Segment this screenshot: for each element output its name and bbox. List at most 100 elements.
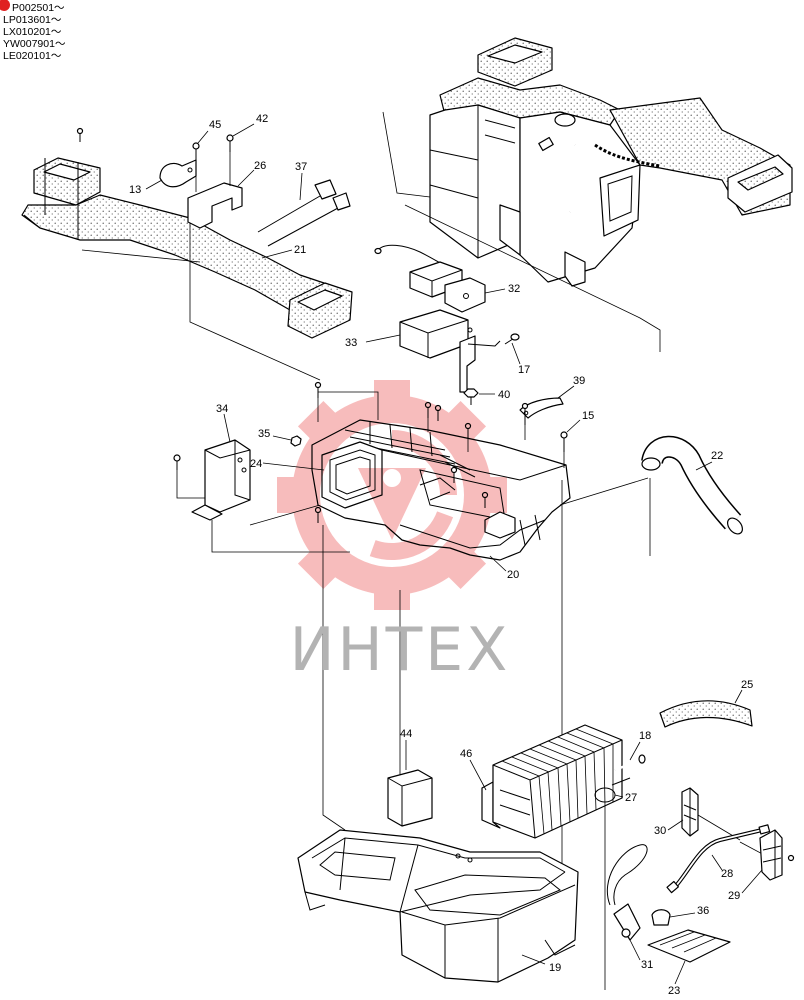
- part-31-sensor: [606, 844, 648, 941]
- part-17-screw: [504, 333, 520, 345]
- part-label-20: 20: [507, 569, 519, 581]
- evaporator-edges: [492, 739, 623, 839]
- case-legs-and-tray: [304, 851, 576, 956]
- evaporator-end-plate: [481, 781, 501, 829]
- gear-tooth-4: [439, 542, 487, 590]
- sensor-tip: [621, 928, 631, 938]
- wire-harness: [594, 143, 661, 168]
- part-label-45: 45: [209, 119, 221, 131]
- clip-hole: [523, 410, 529, 416]
- pad-body: [387, 769, 433, 827]
- pad-texture: [659, 931, 717, 953]
- base-frame: [499, 204, 521, 256]
- bracket-hole-1: [237, 457, 243, 463]
- pad-body: [647, 929, 731, 963]
- clamp-edges: [683, 788, 697, 836]
- part-34-bracket: [191, 439, 251, 521]
- part-label-34: 34: [216, 403, 228, 415]
- gear-tooth-2: [439, 400, 487, 448]
- cable-tie-1-head: [314, 179, 337, 200]
- part-35-nut: [290, 435, 302, 447]
- part-37-cable-ties: [257, 179, 351, 247]
- part-label-13: 13: [129, 184, 141, 196]
- part-label-21: 21: [294, 244, 306, 256]
- pipe-end-1: [638, 754, 646, 764]
- bracket-edges: [399, 319, 469, 358]
- part-label-39: 39: [573, 375, 585, 387]
- clip-hole: [187, 167, 193, 173]
- part-label-31: 31: [641, 959, 653, 971]
- part-label-26: 26: [254, 160, 266, 172]
- part-15-screw: [560, 431, 568, 452]
- part-labels: 45 42 13 26 37 21 32 33 17 40 39 15 34 3…: [129, 113, 763, 997]
- part-label-15: 15: [582, 410, 594, 422]
- part-label-28: 28: [721, 868, 733, 880]
- case-compartment: [414, 874, 561, 916]
- cable-tie-2-head: [332, 192, 351, 211]
- tube-fitting-1: [666, 880, 680, 894]
- part-label-42: 42: [256, 113, 268, 125]
- return-hose: [567, 143, 589, 215]
- part-label-40: 40: [498, 389, 510, 401]
- sensor-wire: [606, 844, 648, 906]
- serial-number-block: P002501～ LP013601～ LX010201～ YW007901～ L…: [0, 0, 66, 62]
- duct-flange-lines: [23, 158, 79, 240]
- part-26-bracket: [187, 182, 243, 229]
- case-outline: [297, 829, 579, 983]
- tube-outline: [673, 828, 763, 889]
- screw-head: [521, 402, 529, 410]
- red-dot-icon: [0, 0, 10, 11]
- front-window-frame: [599, 164, 641, 237]
- gear-logo-icon: [277, 380, 507, 610]
- part-label-23: 23: [668, 985, 680, 997]
- pad-edges: [387, 777, 433, 826]
- case-front-face: [401, 884, 576, 982]
- evaporator-side-fins: [499, 789, 531, 816]
- bracket-flange: [191, 504, 223, 521]
- bracket-edges: [204, 440, 251, 501]
- front-window: [607, 175, 633, 222]
- bracket-tab: [459, 335, 476, 393]
- leader-line-unit: [382, 111, 661, 352]
- clamp-edges: [762, 830, 782, 878]
- part-30-clamp: [681, 787, 699, 837]
- screw-left: [173, 454, 181, 470]
- pipe-2: [611, 777, 631, 786]
- screw-top-left: [76, 127, 84, 142]
- part-label-27: 27: [625, 792, 637, 804]
- pipe-1: [614, 758, 641, 772]
- case-walls: [339, 837, 566, 913]
- part-label-29: 29: [728, 890, 740, 902]
- watermark-text: ИНТЕХ: [290, 615, 511, 685]
- part-label-35: 35: [258, 428, 270, 440]
- case-hole-1: [455, 853, 461, 859]
- part-label-44: 44: [400, 728, 412, 740]
- evaporator-core: [492, 724, 623, 839]
- part-29-clamp: [759, 829, 795, 881]
- serial-number-5: LE020101～: [3, 50, 62, 62]
- tube-fitting-2: [758, 824, 771, 835]
- serial-number-4: YW007901～: [3, 38, 66, 50]
- screw-head: [510, 333, 520, 341]
- screw-head: [173, 454, 181, 462]
- serial-number-2: LP013601～: [3, 14, 62, 26]
- side-outlet-grille: [737, 166, 784, 191]
- sensor-body-edges: [409, 269, 463, 297]
- leader-line-duct: [81, 200, 321, 381]
- part-44-pad: [387, 769, 433, 827]
- label-leader-lines: [145, 123, 763, 985]
- part-42-screw: [226, 134, 234, 152]
- part-45-screw: [192, 142, 200, 160]
- top-outlet-opening: [487, 44, 543, 64]
- part-label-30: 30: [654, 825, 666, 837]
- cable-tie-2: [267, 207, 339, 247]
- serial-number-3: LX010201～: [3, 26, 62, 38]
- screw-head: [192, 142, 200, 150]
- part-33-bracket: [399, 309, 501, 393]
- cable-tie-1: [257, 195, 321, 233]
- clamp-body: [759, 829, 783, 881]
- case-hole-2: [467, 857, 473, 863]
- serial-number-1: P002501～: [12, 2, 65, 14]
- part-40-bolt: [463, 388, 479, 398]
